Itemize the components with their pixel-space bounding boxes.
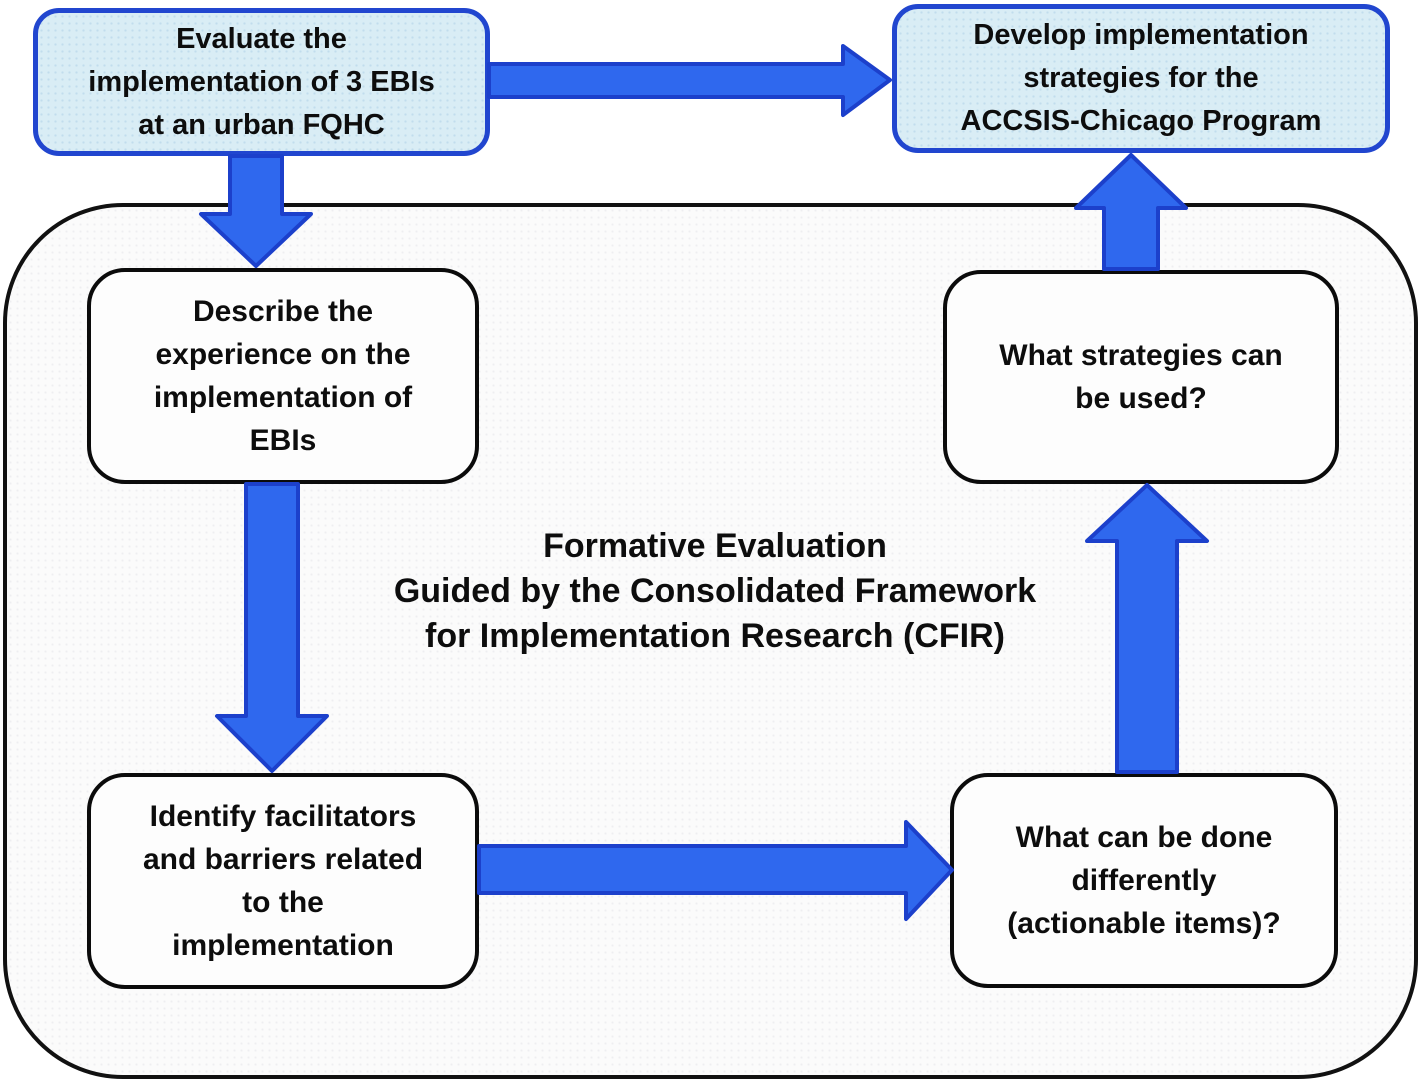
node-what-strategies: What strategies can be used? [943, 270, 1339, 484]
node-identify-facilitators: Identify facilitators and barriers relat… [87, 773, 479, 989]
node-develop-strategies: Develop implementation strategies for th… [892, 4, 1390, 153]
node-what-can-be-done: What can be done differently (actionable… [950, 773, 1338, 988]
formative-evaluation-caption: Formative Evaluation Guided by the Conso… [393, 527, 1037, 655]
arrow-evaluate-to-develop-icon [487, 44, 892, 117]
node-describe-label: Describe the experience on the implement… [153, 295, 413, 457]
node-identify-label: Identify facilitators and barriers relat… [142, 800, 424, 962]
node-evaluate-label: Evaluate the implementation of 3 EBIs at… [88, 22, 435, 141]
node-strategies-label: What strategies can be used? [999, 339, 1283, 415]
node-describe-experience: Describe the experience on the implement… [87, 268, 479, 484]
node-evaluate-implementation: Evaluate the implementation of 3 EBIs at… [33, 8, 490, 156]
node-develop-label: Develop implementation strategies for th… [960, 19, 1322, 137]
node-differently-label: What can be done differently (actionable… [1007, 821, 1281, 940]
